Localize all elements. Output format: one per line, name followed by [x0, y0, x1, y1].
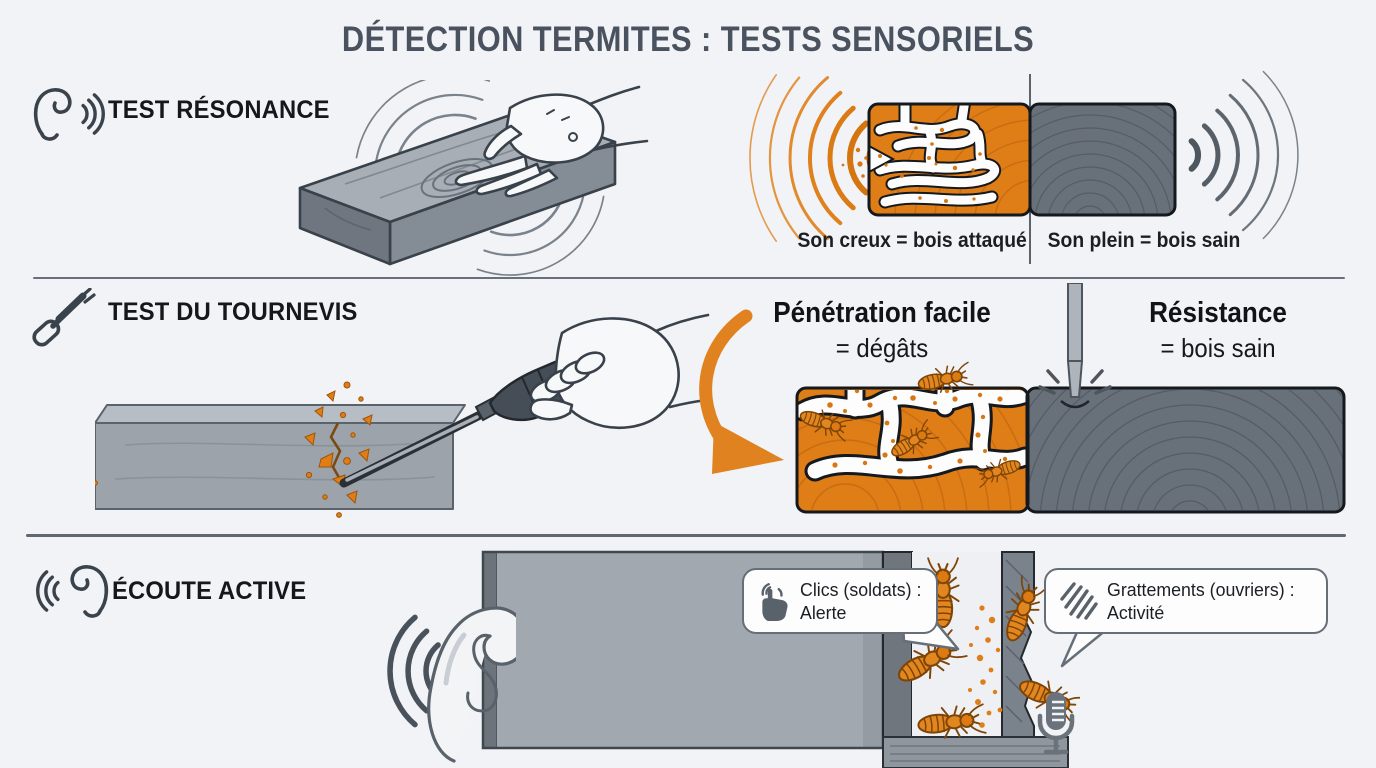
scratch-line2: Activité: [1107, 602, 1165, 623]
screwdriver-hand-illustration: [339, 313, 710, 488]
section-divider-2: [26, 534, 1346, 537]
clicks-bubble: Clics (soldats) : Alerte: [742, 568, 938, 634]
scratch-bubble-text: Grattements (ouvriers) : Activité: [1107, 578, 1295, 624]
solid-sound-waves: [1188, 70, 1299, 240]
result-damage-line1: Pénétration facile: [773, 297, 991, 329]
frass-dots-2: [827, 390, 1008, 474]
tap-hand: [762, 588, 788, 622]
ear-icon-mirrored: [36, 565, 109, 618]
falling-frass: [968, 605, 1003, 728]
ear-outline: [427, 606, 516, 763]
result-sound-line2: = bois sain: [1160, 333, 1276, 363]
vertical-screwdriver: [1038, 283, 1112, 409]
section-resonance-label: TEST RÉSONANCE: [108, 96, 330, 124]
caption-hollow: Son creux = bois attaqué: [797, 229, 1027, 252]
impact-lines: [1038, 369, 1112, 395]
section-divider-1: [33, 277, 1345, 279]
screwdriver-icon: [32, 288, 96, 347]
section-listening-label: ÉCOUTE ACTIVE: [112, 577, 307, 605]
scratch-line1: Grattements (ouvriers) :: [1107, 578, 1295, 600]
probed-plank: [95, 381, 466, 518]
result-sound-line1: Résistance: [1149, 297, 1287, 329]
knock-test-illustration: [298, 80, 649, 276]
screwdriver-comparison-illustration: [795, 283, 1346, 514]
scratch-bubble: Grattements (ouvriers) : Activité: [1044, 568, 1328, 634]
wood-debris: [95, 381, 373, 518]
result-damage-line2: = dégâts: [835, 333, 929, 363]
clicks-bubble-text: Clics (soldats) : Alerte: [800, 578, 921, 624]
hollow-sound-waves: [749, 74, 883, 242]
frass-spray: [841, 147, 868, 182]
frass-dots: [878, 126, 982, 203]
damage-arrow: [699, 309, 784, 474]
clicks-line1: Clics (soldats) :: [799, 578, 921, 600]
sound-waves: [355, 80, 605, 276]
resonance-comparison-illustration: [749, 70, 1299, 242]
gripping-hand: [529, 313, 710, 430]
page-title: DÉTECTION TERMITES : TESTS SENSORIELS: [341, 20, 1035, 59]
caption-solid: Son plein = bois sain: [1047, 229, 1241, 252]
termite-galleries: [869, 104, 1001, 209]
ear-icon: [33, 88, 105, 141]
microphone-icon: [1037, 692, 1075, 755]
wood-sill: [882, 736, 1069, 768]
section-screwdriver-label: TEST DU TOURNEVIS: [108, 298, 358, 326]
clicks-line2: Alerte: [799, 602, 846, 623]
tap-finger-icon: [761, 582, 788, 622]
scratch-lines-icon: [1060, 582, 1098, 620]
knocking-hand: [454, 85, 649, 198]
listening-ear-illustration: [387, 606, 516, 763]
probe-crack: [329, 422, 343, 482]
